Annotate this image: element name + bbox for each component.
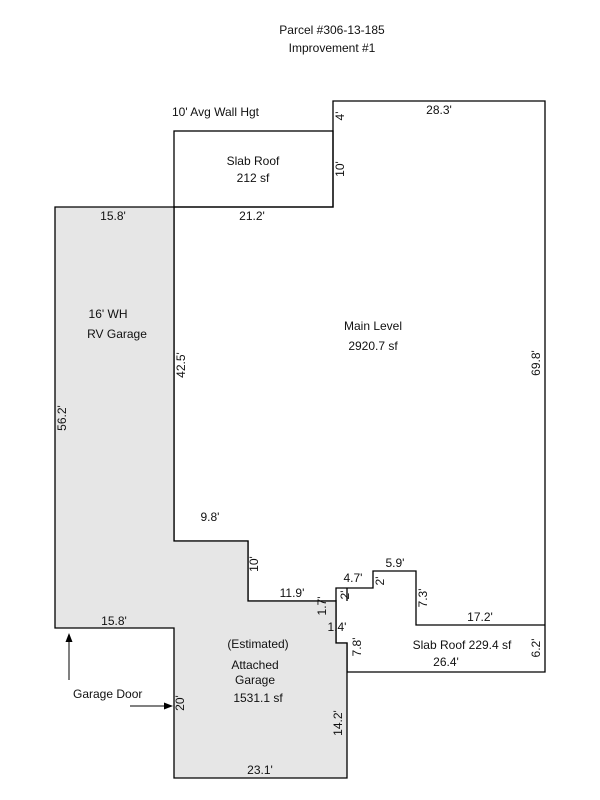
attached-garage-name-2: Garage — [235, 673, 275, 687]
dim-step-4-7: 4.7' — [344, 571, 363, 585]
wall-height-note: 10' Avg Wall Hgt — [172, 105, 260, 119]
dim-right-69-8: 69.8' — [529, 350, 543, 376]
dim-step-2b: 2' — [373, 577, 387, 586]
attached-garage-estimated: (Estimated) — [227, 637, 288, 651]
dim-left-56-2: 56.2' — [55, 405, 69, 431]
dim-mid-10: 10' — [247, 556, 261, 572]
garage-door-arrow-right-icon — [130, 702, 173, 710]
attached-garage-size: 1531.1 sf — [233, 691, 283, 705]
dim-top-15-8: 15.8' — [100, 209, 126, 223]
dim-slab-10: 10' — [333, 161, 347, 177]
dim-step-2a: 2' — [338, 591, 352, 600]
main-level-size: 2920.7 sf — [348, 339, 398, 353]
dim-right-6-2: 6.2' — [529, 639, 543, 658]
parcel-number: Parcel #306-13-185 — [279, 23, 385, 37]
dim-left-42-5: 42.5' — [174, 352, 188, 378]
dim-bot-26-4: 26.4' — [433, 655, 459, 669]
dim-top-4: 4' — [333, 112, 347, 121]
dim-top-28-3: 28.3' — [426, 103, 452, 117]
dim-top-21-2: 21.2' — [239, 209, 265, 223]
step-outline — [335, 570, 545, 626]
improvement-number: Improvement #1 — [289, 41, 376, 55]
dim-step-5-9: 5.9' — [386, 556, 405, 570]
dim-bot-23-1: 23.1' — [247, 763, 273, 777]
dim-mid-1-7: 1.7' — [315, 597, 329, 616]
rv-garage-name: RV Garage — [87, 327, 147, 341]
slab-roof-top-outline — [173, 130, 334, 208]
dim-right-7-8: 7.8' — [350, 638, 364, 657]
dim-bot-15-8: 15.8' — [101, 614, 127, 628]
dim-gar-14-2: 14.2' — [331, 710, 345, 736]
dim-right-17-2: 17.2' — [467, 610, 493, 624]
dim-mid-1-4: 1.4' — [328, 620, 347, 634]
slab-roof-right-label: Slab Roof 229.4 sf — [413, 638, 512, 652]
dim-mid-11-9: 11.9' — [280, 586, 305, 600]
slab-roof-top-size: 212 sf — [237, 171, 270, 185]
rv-garage-height: 16' WH — [89, 307, 128, 321]
dim-step-7-3: 7.3' — [416, 589, 430, 608]
main-level-name: Main Level — [344, 319, 402, 333]
attached-garage-name-1: Attached — [231, 658, 278, 672]
dim-mid-9-8: 9.8' — [201, 510, 220, 524]
garage-door-arrow-up-icon — [65, 633, 73, 680]
slab-roof-top-name: Slab Roof — [227, 154, 280, 168]
garage-door-label: Garage Door — [73, 687, 142, 701]
garage-outline — [54, 206, 348, 779]
dim-gar-20: 20' — [173, 695, 187, 711]
